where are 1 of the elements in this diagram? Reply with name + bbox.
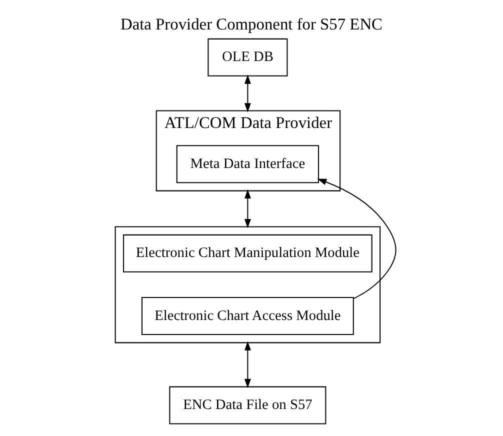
diagram-title: Data Provider Component for S57 ENC bbox=[120, 14, 383, 34]
